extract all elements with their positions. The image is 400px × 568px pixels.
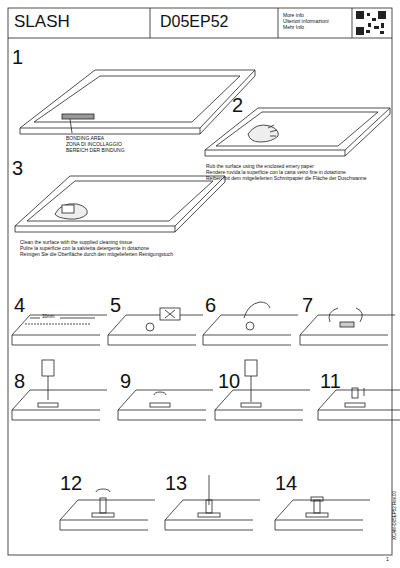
step-number: 6 bbox=[205, 294, 216, 316]
title: SLASH bbox=[14, 13, 70, 32]
step-number: 1 bbox=[12, 46, 23, 68]
step-number: 5 bbox=[110, 294, 121, 316]
instruction-text: Rendere ruvida la superficie con la cart… bbox=[206, 170, 346, 176]
step-number: 14 bbox=[275, 472, 297, 494]
step-number: 9 bbox=[120, 370, 131, 392]
info-text: Ulteriori informazioni bbox=[283, 19, 329, 25]
step-number: 11 bbox=[320, 370, 341, 392]
dimension: 30mm bbox=[42, 315, 55, 320]
part-label: ZONA DI INCOLLAGGIO bbox=[66, 142, 122, 148]
step-number: 12 bbox=[60, 472, 82, 494]
step-number: 10 bbox=[218, 370, 240, 392]
model-code: D05EP52 bbox=[160, 13, 229, 31]
instruction-text: Rub the surface using the enclosed emery… bbox=[206, 164, 314, 170]
part-label: BONDING AREA bbox=[66, 136, 104, 142]
instruction-text: Pulire la superficie con la salvietta de… bbox=[20, 246, 149, 252]
step-number: 7 bbox=[302, 294, 313, 316]
instruction-text: Reinigen Sie die Oberfläche durch den mi… bbox=[20, 252, 173, 258]
step-number: 13 bbox=[165, 472, 187, 494]
step-number: 8 bbox=[14, 370, 25, 392]
instruction-text: Clean the surface with the supplied clea… bbox=[20, 240, 132, 246]
step-number: 4 bbox=[14, 294, 25, 316]
instruction-text: Reiben mit dem mitgelieferten Schmirpapi… bbox=[206, 176, 367, 182]
page-number: 1 bbox=[386, 557, 389, 563]
info-text: More info bbox=[283, 13, 304, 19]
step-number: 3 bbox=[12, 157, 23, 179]
info-text: Mehr Info bbox=[283, 25, 304, 31]
step-number: 2 bbox=[232, 94, 243, 116]
side-note: XCAM-D05EP52 Rev.00 bbox=[393, 491, 398, 540]
part-label: BEREICH DER BINDUNG bbox=[66, 148, 125, 154]
